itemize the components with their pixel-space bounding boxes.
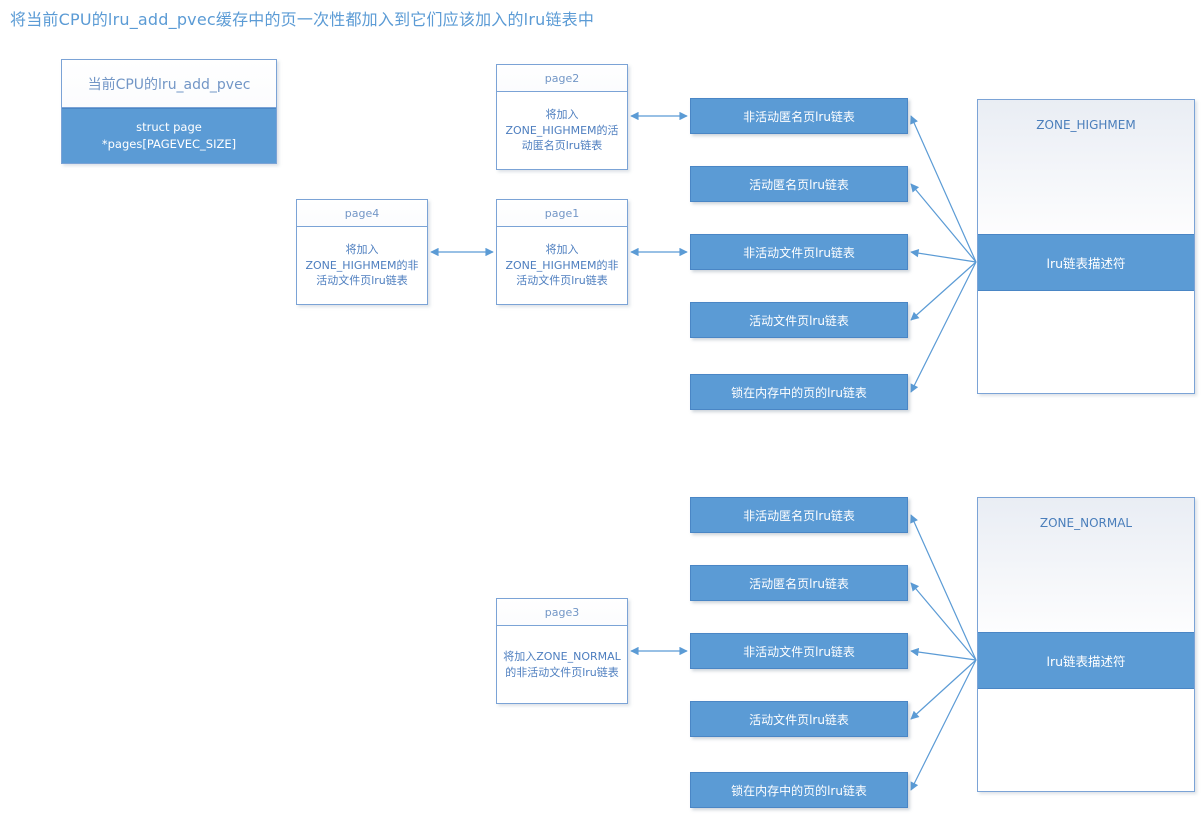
zone-highmem-title: ZONE_HIGHMEM xyxy=(978,100,1194,234)
zone-highmem-box: ZONE_HIGHMEM lru链表描述符 xyxy=(977,99,1195,394)
page3-body: 将加入ZONE_NORMAL的非活动文件页lru链表 xyxy=(503,649,621,679)
page4-title: page4 xyxy=(297,200,427,227)
normal-active-file-lru-list: 活动文件页lru链表 xyxy=(690,701,908,737)
page2-body: 将加入 ZONE_HIGHMEM的活动匿名页lru链表 xyxy=(505,107,619,153)
highmem-active-anon-lru-list: 活动匿名页lru链表 xyxy=(690,166,908,202)
highmem-inactive-anon-lru-list: 非活动匿名页lru链表 xyxy=(690,98,908,134)
normal-unevictable-lru-list: 锁在内存中的页的lru链表 xyxy=(690,772,908,808)
normal-active-anon-lru-list: 活动匿名页lru链表 xyxy=(690,565,908,601)
arrow-highmem-descriptor-list-2 xyxy=(910,183,977,263)
arrow-highmem-descriptor-list-1 xyxy=(910,115,977,263)
page2-title: page2 xyxy=(497,65,627,92)
arrow-highmem-descriptor-list-4 xyxy=(910,261,977,321)
arrow-normal-descriptor-list-1 xyxy=(910,514,977,661)
page4-box: page4 将加入 ZONE_HIGHMEM的非活动文件页lru链表 xyxy=(296,199,428,305)
page1-box: page1 将加入 ZONE_HIGHMEM的非活动文件页lru链表 xyxy=(496,199,628,305)
zone-normal-box: ZONE_NORMAL lru链表描述符 xyxy=(977,497,1195,792)
arrow-normal-descriptor-list-5 xyxy=(910,659,977,791)
page3-box: page3 将加入ZONE_NORMAL的非活动文件页lru链表 xyxy=(496,598,628,704)
page4-body: 将加入 ZONE_HIGHMEM的非活动文件页lru链表 xyxy=(305,242,419,288)
arrow-normal-descriptor-list-2 xyxy=(910,582,977,661)
diagram-title: 将当前CPU的lru_add_pvec缓存中的页一次性都加入到它们应该加入的lr… xyxy=(10,10,595,29)
pvec-box-body: struct page *pages[PAGEVEC_SIZE] xyxy=(62,108,276,163)
page3-title: page3 xyxy=(497,599,627,626)
arrow-highmem-descriptor-list-3 xyxy=(910,248,977,263)
highmem-inactive-file-lru-list: 非活动文件页lru链表 xyxy=(690,234,908,270)
page1-body: 将加入 ZONE_HIGHMEM的非活动文件页lru链表 xyxy=(505,242,619,288)
normal-inactive-anon-lru-list: 非活动匿名页lru链表 xyxy=(690,497,908,533)
page1-title: page1 xyxy=(497,200,627,227)
arrow-highmem-descriptor-list-5 xyxy=(910,261,977,393)
page2-box: page2 将加入 ZONE_HIGHMEM的活动匿名页lru链表 xyxy=(496,64,628,170)
arrow-normal-descriptor-list-3 xyxy=(910,647,977,661)
normal-inactive-file-lru-list: 非活动文件页lru链表 xyxy=(690,633,908,669)
highmem-active-file-lru-list: 活动文件页lru链表 xyxy=(690,302,908,338)
arrow-normal-descriptor-list-4 xyxy=(910,659,977,720)
current-cpu-pvec-box: 当前CPU的lru_add_pvec struct page *pages[PA… xyxy=(61,59,277,164)
zone-normal-title: ZONE_NORMAL xyxy=(978,498,1194,632)
zone-highmem-lru-descriptor: lru链表描述符 xyxy=(978,234,1194,291)
highmem-unevictable-lru-list: 锁在内存中的页的lru链表 xyxy=(690,374,908,410)
pvec-box-header: 当前CPU的lru_add_pvec xyxy=(62,60,276,108)
zone-normal-lru-descriptor: lru链表描述符 xyxy=(978,632,1194,689)
